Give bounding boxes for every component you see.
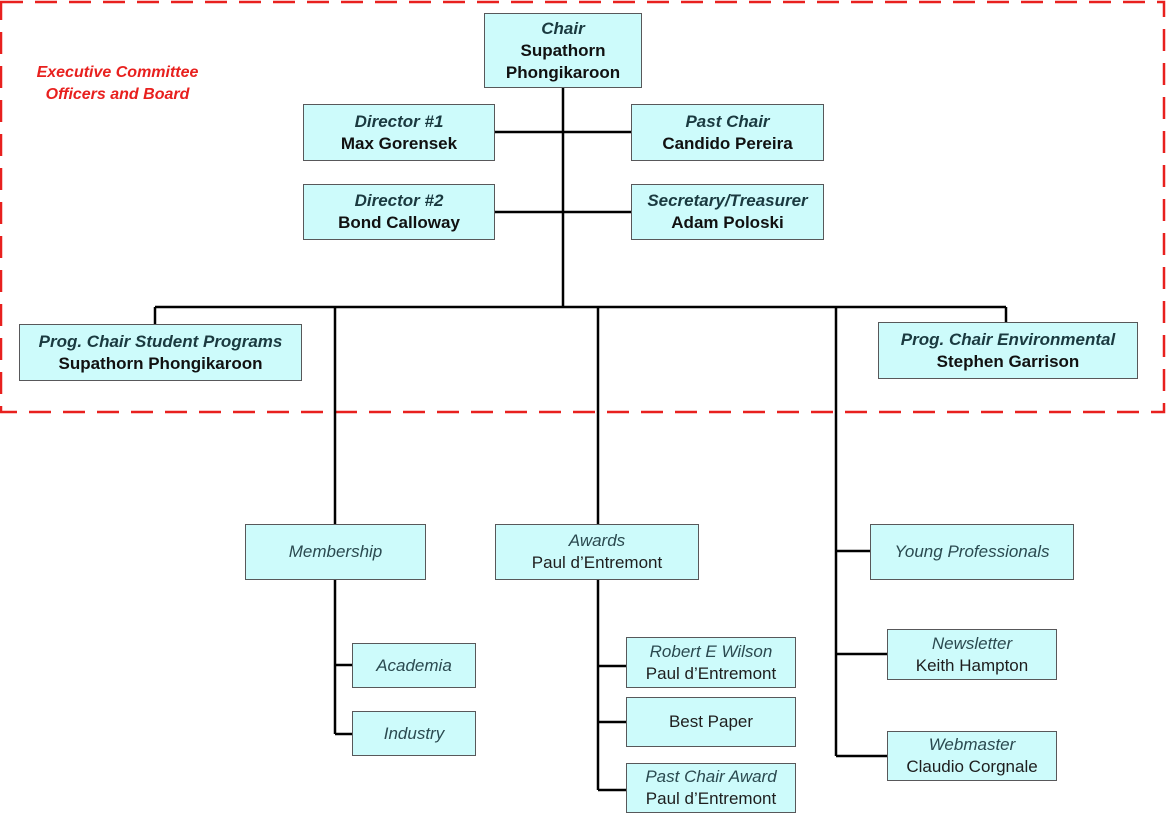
prog-chair-environmental-name: Stephen Garrison (936, 351, 1080, 371)
awards-box: Awards Paul d’Entremont (495, 524, 699, 580)
executive-committee-label: Executive Committee Officers and Board (10, 62, 225, 106)
membership-box: Membership (245, 524, 426, 580)
webmaster-role: Webmaster (928, 735, 1016, 754)
secretary-box: Secretary/Treasurer Adam Poloski (631, 184, 824, 240)
newsletter-box: Newsletter Keith Hampton (887, 629, 1057, 680)
executive-boundary (0, 0, 1166, 414)
prog-chair-student-role: Prog. Chair Student Programs (38, 331, 283, 351)
past-chair-award-role: Past Chair Award (645, 767, 777, 786)
past-chair-award-name: Paul d’Entremont (645, 789, 777, 808)
young-professionals-role: Young Professionals (894, 542, 1050, 561)
awards-name: Paul d’Entremont (531, 553, 663, 572)
robert-wilson-role: Robert E Wilson (649, 641, 773, 661)
past-chair-box: Past Chair Candido Pereira (631, 104, 824, 161)
newsletter-name: Keith Hampton (915, 655, 1029, 675)
awards-role: Awards (568, 531, 626, 550)
secretary-role: Secretary/Treasurer (647, 191, 808, 210)
prog-chair-environmental-box: Prog. Chair Environmental Stephen Garris… (878, 322, 1138, 379)
past-chair-name: Candido Pereira (662, 133, 793, 153)
director1-box: Director #1 Max Gorensek (303, 104, 495, 161)
webmaster-box: Webmaster Claudio Corgnale (887, 731, 1057, 781)
chair-name-line2: Phongikaroon (505, 62, 621, 82)
secretary-name: Adam Poloski (671, 213, 784, 232)
robert-wilson-name: Paul d’Entremont (645, 663, 777, 683)
director2-name: Bond Calloway (338, 213, 460, 232)
chair-box: Chair Supathorn Phongikaroon (484, 13, 642, 88)
executive-label-line1: Executive Committee (36, 64, 199, 81)
young-professionals-box: Young Professionals (870, 524, 1074, 580)
industry-role: Industry (383, 723, 445, 743)
past-chair-role: Past Chair (685, 111, 770, 131)
best-paper-box: Best Paper (626, 697, 796, 747)
best-paper-name: Best Paper (668, 712, 754, 731)
past-chair-award-box: Past Chair Award Paul d’Entremont (626, 763, 796, 813)
prog-chair-student-name: Supathorn Phongikaroon (58, 353, 263, 373)
academia-box: Academia (352, 643, 476, 688)
director1-name: Max Gorensek (340, 133, 458, 153)
executive-label-line2: Officers and Board (45, 86, 190, 103)
chair-role: Chair (541, 18, 585, 38)
membership-role: Membership (288, 542, 383, 561)
prog-chair-student-box: Prog. Chair Student Programs Supathorn P… (19, 324, 302, 381)
director2-role: Director #2 (354, 191, 444, 210)
industry-box: Industry (352, 711, 476, 756)
newsletter-role: Newsletter (931, 633, 1013, 653)
chair-name-line1: Supathorn (520, 40, 606, 60)
robert-wilson-box: Robert E Wilson Paul d’Entremont (626, 637, 796, 688)
webmaster-name: Claudio Corgnale (906, 757, 1038, 776)
director1-role: Director #1 (354, 111, 444, 131)
director2-box: Director #2 Bond Calloway (303, 184, 495, 240)
academia-role: Academia (376, 655, 452, 675)
prog-chair-environmental-role: Prog. Chair Environmental (900, 329, 1116, 349)
